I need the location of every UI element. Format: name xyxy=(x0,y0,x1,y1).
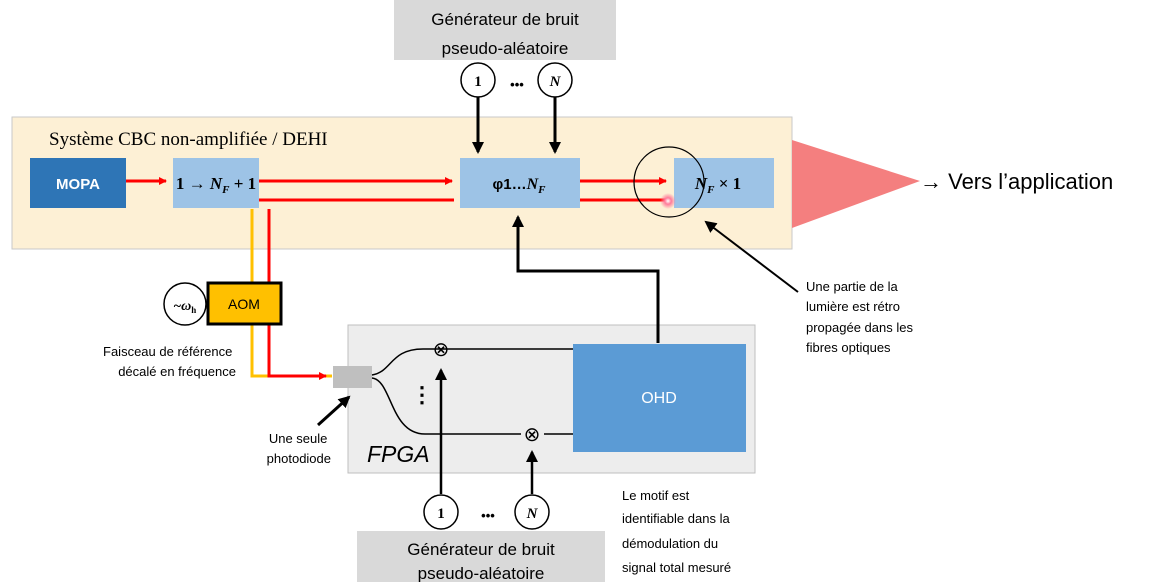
fpga-upper-branch xyxy=(371,348,573,376)
noise-generator-top-line2: pseudo-aléatoire xyxy=(442,39,569,58)
channel-dots-bottom: ••• xyxy=(481,508,495,523)
splitter-block xyxy=(173,158,259,208)
reference-beam-label: Faisceau de référence décalé en fréquenc… xyxy=(103,344,236,379)
phase-modulator-block xyxy=(460,158,580,208)
channel-dots-top: ••• xyxy=(510,77,524,92)
aom-block xyxy=(206,281,283,326)
noise-generator-bottom-line1: Générateur de bruit xyxy=(407,540,555,559)
frequency-source: ~ωh xyxy=(163,282,207,326)
system-title: Système CBC non-amplifiée / DEHI xyxy=(49,129,328,150)
mixer-n: ⊗ xyxy=(524,424,541,446)
noise-generator-bottom-box xyxy=(357,531,605,582)
channel-1-bottom: 1 xyxy=(423,494,459,530)
channel-n-top: N xyxy=(537,62,573,98)
ohd-label: OHD xyxy=(641,390,677,407)
retro-reflection-spark xyxy=(660,193,676,209)
retro-annotation: Une partie de la lumière est rétro propa… xyxy=(806,279,917,355)
feedback-arrow xyxy=(512,215,660,343)
retro-annotation-arrow xyxy=(704,220,799,293)
channel-n-bottom: N xyxy=(514,494,550,530)
combiner-label: NF × 1 xyxy=(694,174,741,196)
noise-generator-top-box xyxy=(394,0,616,60)
fpga-label: FPGA xyxy=(367,441,430,467)
noise-generator-top: Générateur de bruit pseudo-aléatoire xyxy=(394,0,616,60)
pattern-annotation: Le motif est identifiable dans la démodu… xyxy=(622,488,733,575)
phase-modulator-label: φ1…NF xyxy=(493,176,547,196)
photodiode-annotation-arrow xyxy=(316,395,351,427)
fpga-lower-branch xyxy=(371,377,521,435)
channel-n-bottom-label: N xyxy=(526,506,539,522)
fpga-branch-dots: ⋮ xyxy=(411,382,433,407)
channel-1-top: 1 xyxy=(460,62,496,98)
output-beam xyxy=(792,140,920,228)
noise-generator-bottom-line2: pseudo-aléatoire xyxy=(418,564,545,582)
ohd-block xyxy=(573,344,746,452)
mopa-block xyxy=(30,158,126,208)
frequency-source-label: ~ωh xyxy=(174,299,196,315)
photodiode xyxy=(333,366,372,388)
channel-1-top-label: 1 xyxy=(474,74,482,90)
channel-1-bottom-label: 1 xyxy=(437,506,445,522)
mopa-label: MOPA xyxy=(56,176,100,193)
noise-generator-top-line1: Générateur de bruit xyxy=(431,10,579,29)
noise-generator-bottom: Générateur de bruit pseudo-aléatoire xyxy=(357,531,605,582)
aom-label: AOM xyxy=(228,296,260,312)
splitter-label: 1 → NF + 1 xyxy=(176,174,256,196)
mixer-1: ⊗ xyxy=(433,339,450,361)
channel-n-top-label: N xyxy=(549,74,562,90)
signal-beam-path xyxy=(267,209,327,380)
output-label: → Vers l’application xyxy=(920,169,1113,194)
photodiode-annotation: Une seule photodiode xyxy=(267,431,331,466)
retro-reflection-circle xyxy=(633,146,705,218)
combiner-block xyxy=(674,158,774,208)
